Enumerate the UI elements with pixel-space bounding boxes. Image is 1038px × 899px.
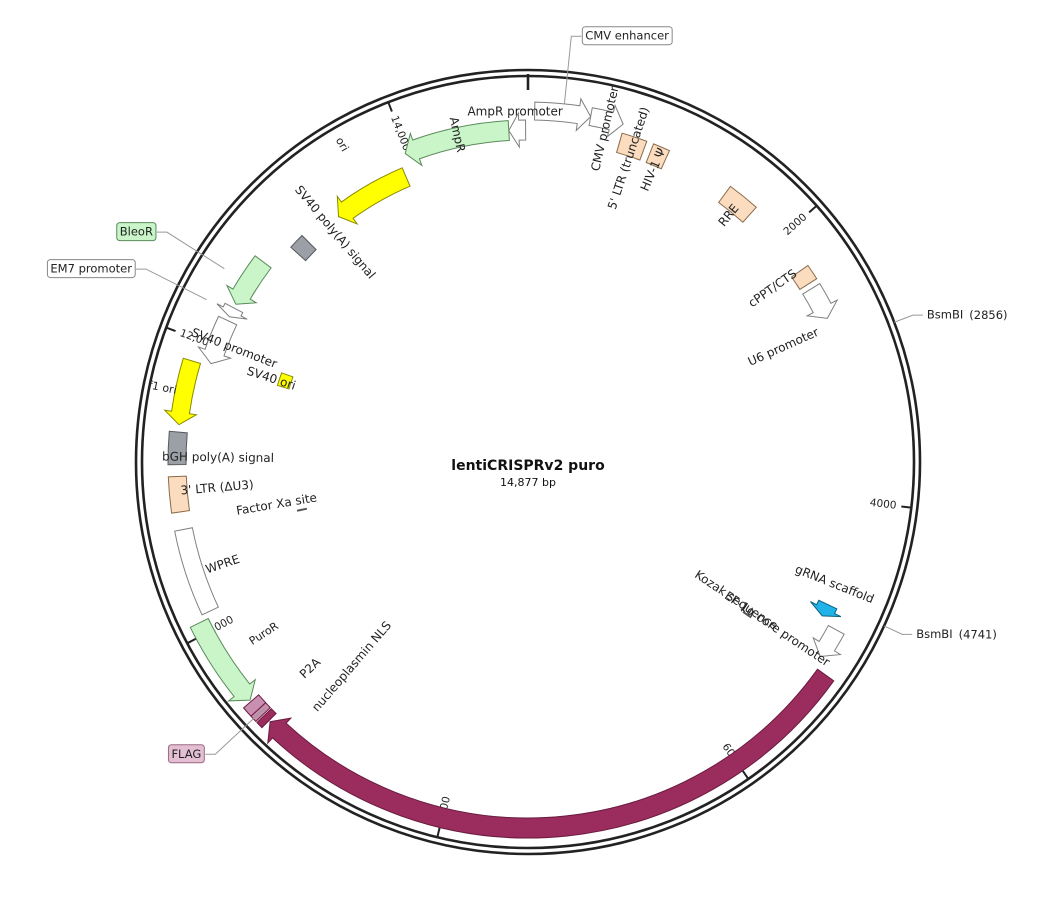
tick-label-4000: 4000 — [869, 497, 897, 512]
feature-f1ori[interactable] — [163, 357, 202, 426]
label-ori: ori — [333, 135, 351, 154]
callout-leader — [156, 231, 225, 270]
tick-mark-4000 — [901, 505, 912, 509]
feature-factorxa[interactable] — [296, 507, 308, 512]
callout-text: BsmBI(4741) — [916, 627, 997, 641]
callout-flag-5: FLAG — [167, 707, 266, 764]
label-puror: PuroR — [247, 619, 281, 648]
callout-sub: (4741) — [959, 627, 997, 641]
callout-leader — [883, 625, 913, 635]
feature-ef1a[interactable] — [812, 624, 845, 658]
feature-cppt[interactable] — [790, 264, 818, 291]
tick-mark-8000 — [436, 827, 441, 838]
feature-ltr5[interactable] — [615, 132, 648, 161]
tick-mark-2000 — [808, 204, 818, 214]
callout-sub: (2856) — [969, 308, 1007, 322]
callout-box — [167, 744, 205, 764]
callout-bsmbi-1: BsmBI(2856) — [894, 308, 1008, 323]
feature-cas9[interactable] — [267, 668, 835, 839]
feature-npnls[interactable] — [256, 707, 277, 729]
feature-sv40ori[interactable] — [276, 372, 294, 390]
feature-ori[interactable] — [336, 167, 411, 226]
tick-mark-12000 — [165, 326, 176, 332]
callout-bleor-3: BleoR — [116, 222, 225, 270]
feature-sv40pa[interactable] — [290, 234, 317, 262]
tick-mark-10000 — [186, 637, 197, 645]
label-ltr3: 3' LTR (ΔU3) — [180, 477, 254, 497]
tick-mark-14000 — [387, 101, 393, 112]
feature-sv40prom[interactable] — [197, 315, 238, 365]
feature-ltr3[interactable] — [167, 475, 191, 514]
callout-text: BsmBI(2856) — [927, 308, 1008, 322]
feature-bleor[interactable] — [225, 255, 272, 305]
plasmid-name: lentiCRISPRv2 puro — [451, 458, 605, 474]
feature-hiv-psi[interactable] — [645, 143, 671, 170]
callout-bsmbi-2: BsmBI(4741) — [883, 625, 997, 641]
callout-cmv-enhancer-0: CMV enhancer — [563, 26, 673, 104]
feature-wpre[interactable] — [174, 527, 219, 616]
feature-u6[interactable] — [802, 282, 839, 319]
callout-leader — [205, 707, 266, 755]
label-ampr-prom: AmpR promoter — [467, 105, 562, 119]
callout-text: EM7 promoter — [50, 262, 132, 276]
label-bgh: bGH poly(A) signal — [162, 450, 274, 466]
callout-leader — [563, 35, 582, 104]
feature-em7[interactable] — [216, 302, 248, 320]
backbone-ring — [134, 68, 922, 856]
backbone-outer-circle — [134, 68, 922, 856]
callout-em7-promoter-4: EM7 promoter — [46, 259, 207, 301]
callout-leader — [894, 314, 923, 323]
feature-kozak[interactable] — [742, 610, 752, 619]
tick-label-2000: 2000 — [781, 211, 809, 238]
feature-puror[interactable] — [189, 617, 257, 702]
feature-group[interactable] — [163, 97, 845, 839]
callout-text: CMV enhancer — [585, 29, 669, 43]
feature-ampr-prom[interactable] — [508, 111, 527, 149]
callout-text: FLAG — [171, 747, 201, 761]
feature-p2a[interactable] — [242, 694, 267, 717]
label-grna: gRNA scaffold — [793, 562, 876, 606]
label-u6: U6 promoter — [746, 325, 821, 369]
feature-cmv-promoter[interactable] — [588, 103, 624, 138]
feature-rre[interactable] — [717, 185, 757, 223]
feature-grna[interactable] — [810, 599, 842, 618]
feature-cmv-enhancer[interactable] — [533, 97, 592, 132]
callout-box — [581, 26, 673, 46]
label-cppt: cPPT/CTS — [746, 266, 800, 310]
callout-text: BleoR — [120, 225, 153, 239]
label-p2a: P2A — [297, 655, 324, 682]
callout-box — [46, 259, 136, 279]
label-f1ori: f1 ori — [147, 378, 178, 396]
tick-mark-6000 — [741, 770, 750, 780]
label-factorxa: Factor Xa site — [235, 490, 318, 517]
label-wpre: WPRE — [204, 552, 242, 576]
feature-bgh[interactable] — [167, 430, 188, 466]
label-cas9: Cas9 — [554, 778, 571, 812]
callout-leader — [135, 268, 207, 301]
callout-box — [116, 222, 157, 242]
plasmid-size: 14,877 bp — [500, 476, 556, 489]
label-kozak: Kozak sequence — [692, 567, 780, 632]
